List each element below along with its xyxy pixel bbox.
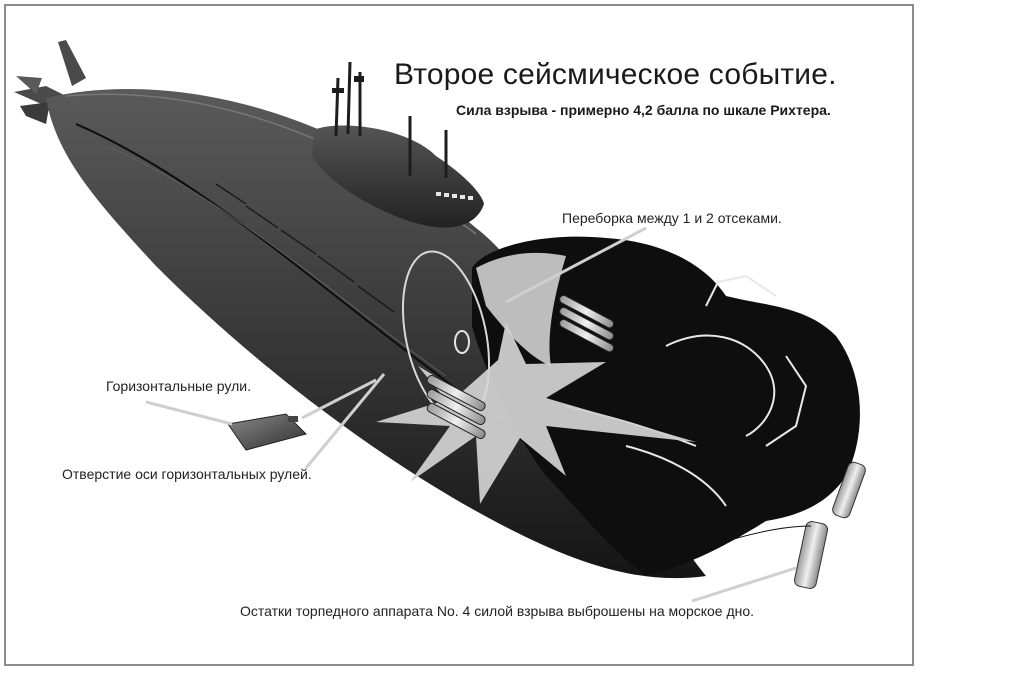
callout-lines xyxy=(145,226,797,603)
rudder-axis-hole-label: Отверстие оси горизонтальных рулей. xyxy=(62,466,312,482)
submarine-illustration xyxy=(14,40,866,603)
torpedo-remains-label: Остатки торпедного аппарата No. 4 силой … xyxy=(240,603,755,619)
rudder-axis-hole xyxy=(454,330,470,354)
illustration-frame: Второе сейсмическое событие. Сила взрыва… xyxy=(4,4,914,666)
ejected-tube-remains xyxy=(793,461,866,589)
conning-tower xyxy=(312,61,484,228)
horizontal-rudder-part xyxy=(227,413,307,451)
bulkhead-label: Переборка между 1 и 2 отсеками. xyxy=(562,210,782,226)
explosion-burst xyxy=(376,322,696,504)
horizontal-rudders-label: Горизонтальные рули. xyxy=(106,378,251,394)
torpedo-tubes-bow xyxy=(426,374,486,440)
deck-hatches xyxy=(215,183,395,313)
diagram-subtitle: Сила взрыва - примерно 4,2 балла по шкал… xyxy=(456,102,831,118)
torpedo-tubes-inner xyxy=(559,294,615,353)
diagram-title: Второе сейсмическое событие. xyxy=(394,58,837,91)
